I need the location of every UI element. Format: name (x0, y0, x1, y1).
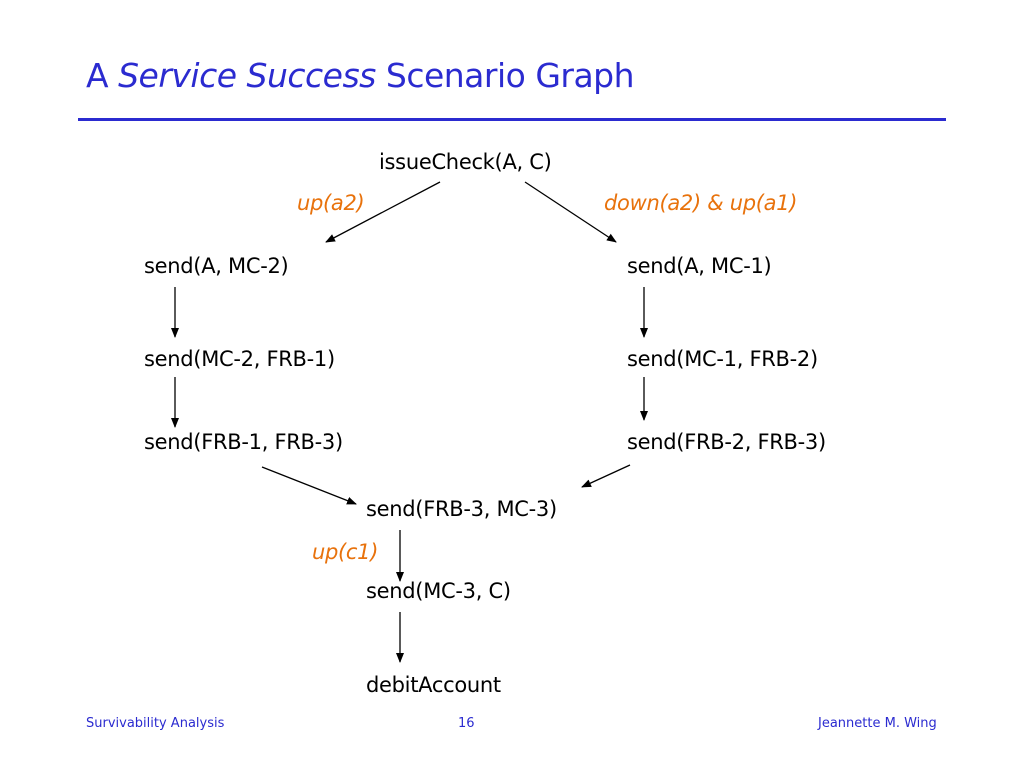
node-send-mc3-c: send(MC-3, C) (366, 579, 511, 603)
node-send-frb1-frb3: send(FRB-1, FRB-3) (144, 430, 343, 454)
edge-issue-to-send-a-mc1 (524, 181, 617, 243)
node-send-mc1-frb2: send(MC-1, FRB-2) (627, 347, 818, 371)
edge-label-up-a2: up(a2) (297, 191, 365, 215)
footer-author: Jeannette M. Wing (818, 716, 937, 731)
edge-label-down-a2-up-a1: down(a2) & up(a1) (604, 191, 798, 215)
footer-course: Survivability Analysis (86, 716, 225, 731)
node-send-frb2-frb3: send(FRB-2, FRB-3) (627, 430, 826, 454)
node-send-a-mc2: send(A, MC-2) (144, 254, 289, 278)
title-emphasis: Service Success (118, 56, 376, 95)
node-debit-account: debitAccount (366, 673, 501, 697)
node-send-mc2-frb1: send(MC-2, FRB-1) (144, 347, 335, 371)
title-prefix: A (86, 56, 109, 95)
node-send-a-mc1: send(A, MC-1) (627, 254, 772, 278)
slide-title: A Service Success Scenario Graph (86, 56, 635, 95)
edge-left-merge (261, 466, 357, 505)
footer-page-number: 16 (458, 716, 475, 731)
edge-right-merge (581, 464, 631, 488)
title-underline (78, 118, 946, 121)
edge-label-up-c1: up(c1) (312, 540, 379, 564)
title-suffix: Scenario Graph (385, 56, 635, 95)
node-issue-check: issueCheck(A, C) (379, 150, 552, 174)
node-send-frb3-mc3: send(FRB-3, MC-3) (366, 497, 557, 521)
edge-issue-to-send-a-mc2 (325, 181, 441, 243)
